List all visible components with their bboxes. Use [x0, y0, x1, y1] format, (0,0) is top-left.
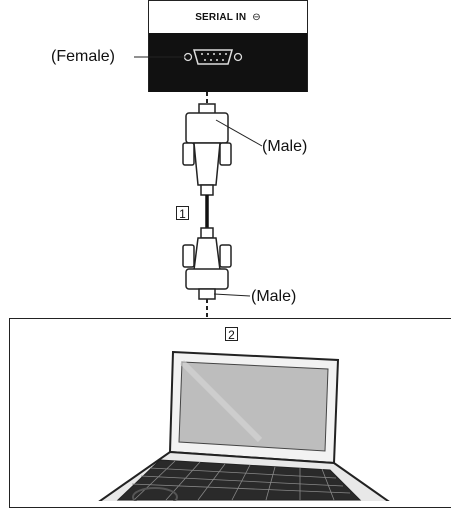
- male-top-leader-line: [215, 119, 263, 147]
- laptop-illustration: [98, 350, 390, 501]
- male-bottom-label: (Male): [251, 288, 297, 305]
- lower-male-connector: [182, 227, 232, 300]
- panel-port-label: SERIAL IN ⊖: [149, 12, 307, 23]
- serial-in-panel: SERIAL IN ⊖: [148, 0, 308, 92]
- computer-box: [9, 318, 451, 508]
- computer-number-marker: 2: [225, 327, 238, 342]
- male-bottom-leader-line: [213, 293, 251, 297]
- input-arrow-icon: ⊖: [249, 12, 261, 23]
- female-label: (Female): [51, 48, 116, 65]
- cable-number-marker: 1: [176, 206, 189, 221]
- male-top-label: (Male): [262, 138, 308, 155]
- female-serial-port: [183, 49, 243, 65]
- serial-in-text: SERIAL IN: [195, 12, 247, 23]
- upper-male-connector: [182, 103, 232, 196]
